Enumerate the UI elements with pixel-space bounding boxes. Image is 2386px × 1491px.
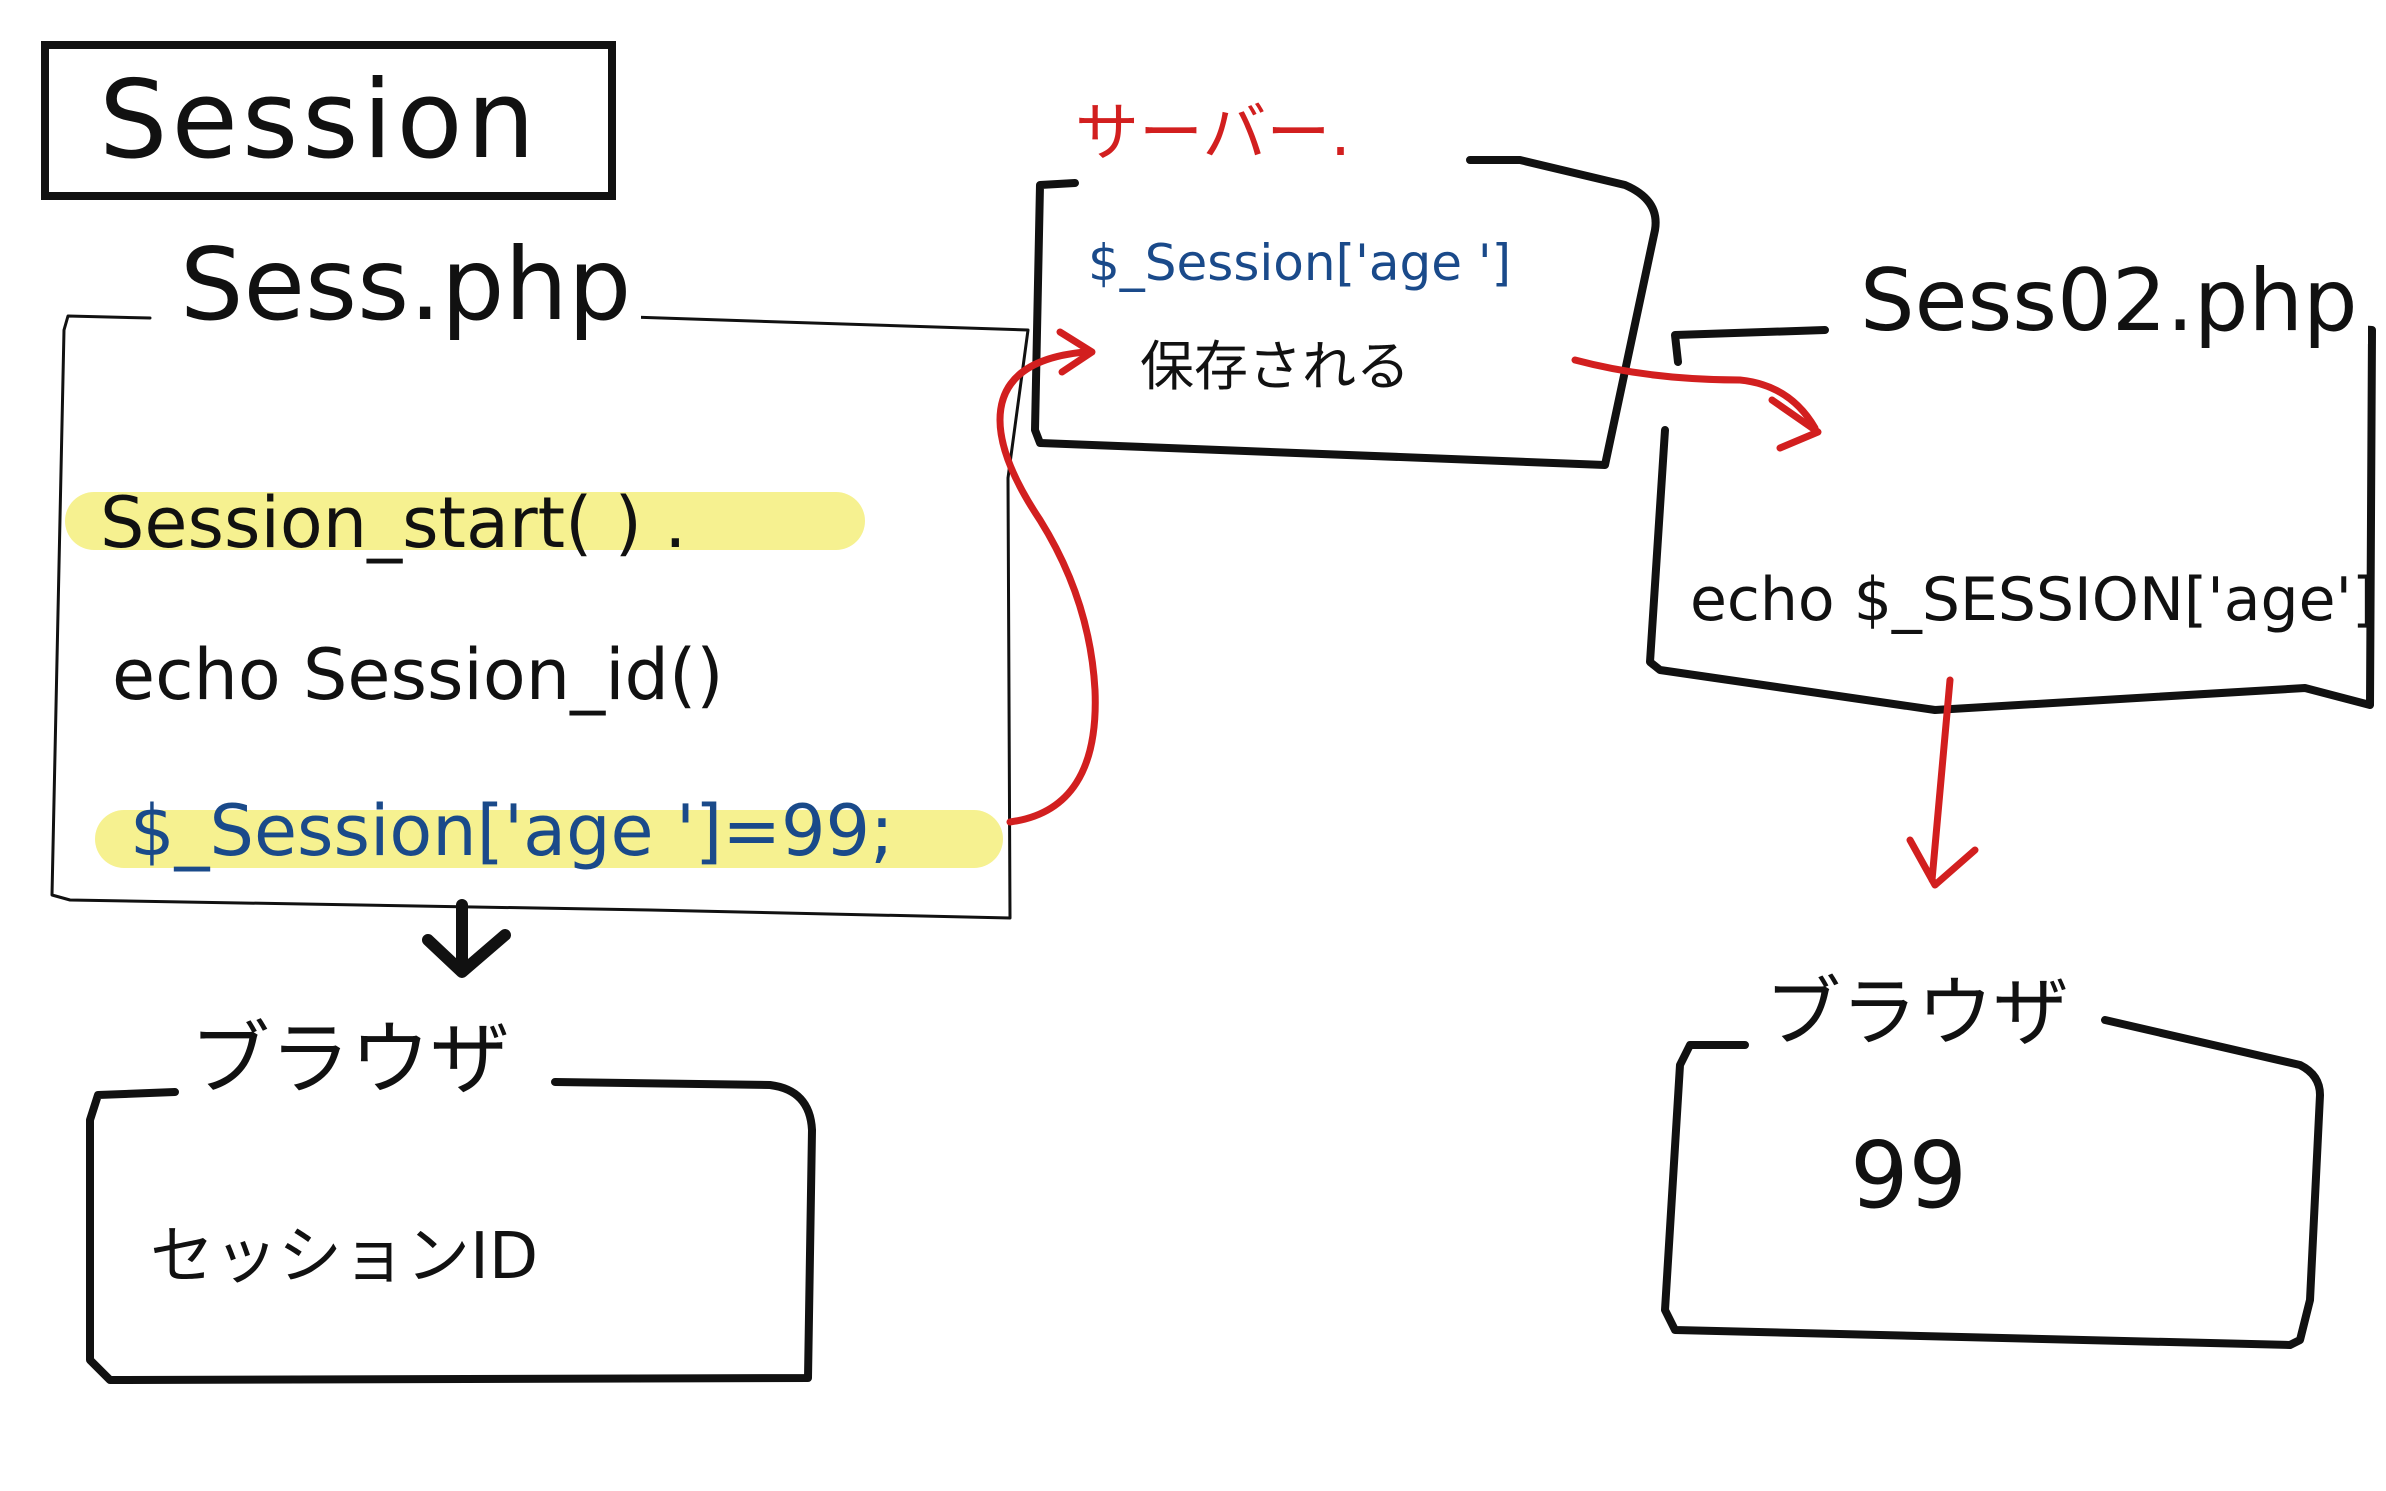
left-browser-content: セッションID bbox=[150, 1220, 539, 1294]
left-browser-label: ブラウザ bbox=[180, 1020, 520, 1100]
left-browser-box bbox=[86, 1078, 816, 1384]
arrow-to-sess02-head-icon bbox=[1768, 396, 1822, 452]
server-box bbox=[1031, 156, 1660, 469]
arrow-down-left-icon bbox=[422, 899, 511, 978]
arrow-to-server-icon bbox=[996, 348, 1099, 826]
code-line-session-start: Session_start( ) . bbox=[100, 482, 687, 564]
arrow-to-server-head-icon bbox=[1056, 328, 1096, 376]
sess02-php-label: Sess02.php bbox=[1850, 258, 2368, 344]
sess-php-box bbox=[50, 313, 1030, 920]
right-browser-label: ブラウザ bbox=[1755, 975, 2079, 1051]
server-line-session-age: $_Session['age '] bbox=[1088, 234, 1512, 292]
code-line-echo-session-id: echo Session_id() bbox=[112, 634, 724, 716]
highlight-session-age bbox=[95, 810, 1003, 868]
arrow-to-sess02-icon bbox=[1571, 356, 1819, 432]
server-line-saved: 保存される bbox=[1140, 335, 1410, 398]
arrow-down-right-icon bbox=[1906, 676, 1979, 889]
code-line-session-age: $_Session['age ']=99; bbox=[130, 790, 894, 872]
sess02-php-box bbox=[1646, 316, 2376, 714]
server-label: サーバー. bbox=[1075, 97, 1351, 171]
right-browser-content: 99 bbox=[1850, 1122, 1968, 1229]
sess-php-label: Sess.php bbox=[170, 235, 642, 335]
right-browser-box bbox=[1661, 1016, 2324, 1349]
diagram-title: Session bbox=[41, 41, 616, 200]
sess02-line-echo-session-age: echo $_SESSION['age'] bbox=[1690, 565, 2376, 635]
highlight-session-start bbox=[65, 492, 865, 550]
